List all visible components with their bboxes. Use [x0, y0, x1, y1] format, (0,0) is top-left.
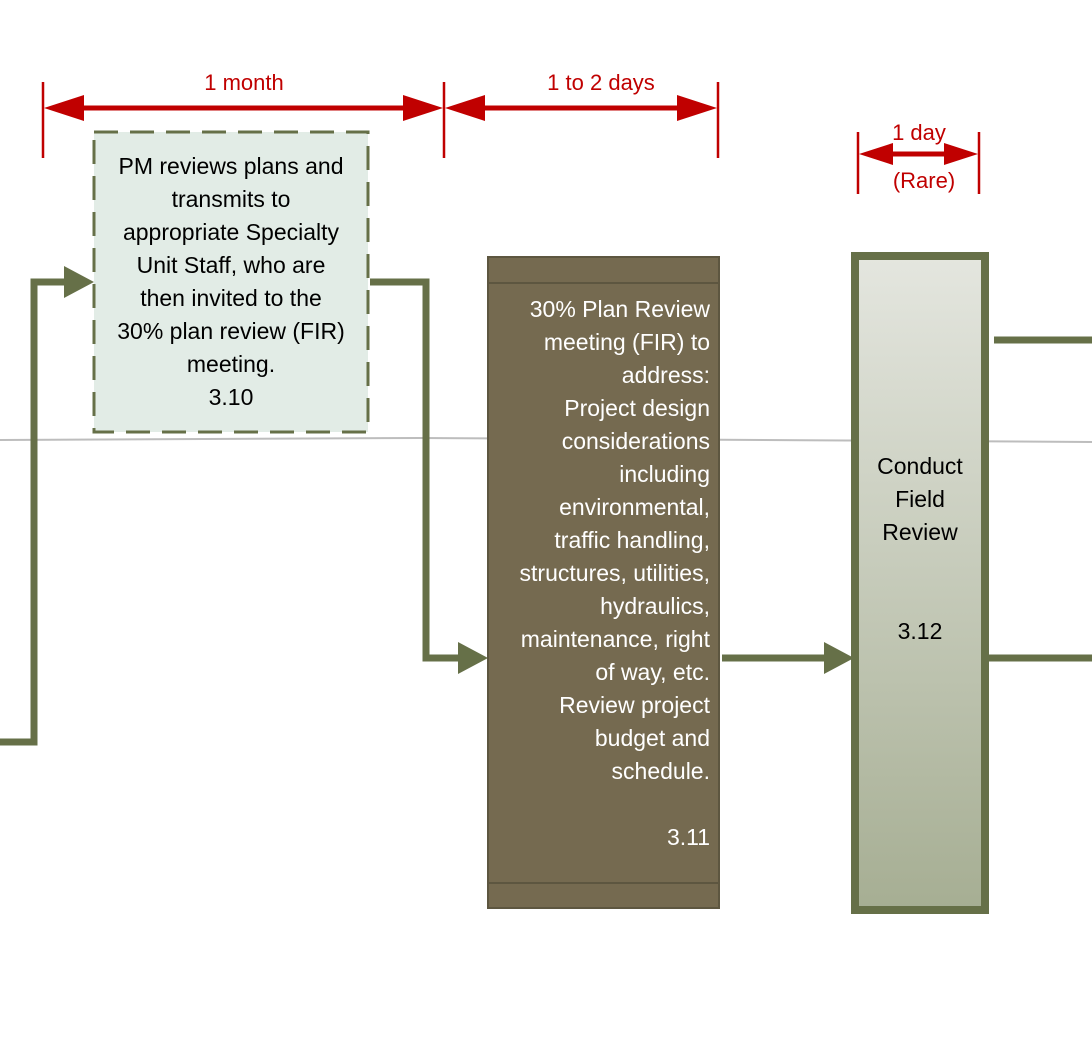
step-310-line: meeting.	[186, 351, 276, 377]
duration-label-one-to-two-days: 1 to 2 days	[547, 70, 655, 95]
step-311-line: of way, etc.	[595, 659, 710, 685]
step-312-spacer	[862, 549, 978, 582]
duration-arrowhead	[677, 95, 717, 121]
step-311-line: Project design	[564, 395, 710, 421]
step-311-text: 30% Plan Review meeting (FIR) to address…	[482, 293, 710, 854]
step-310-text: PM reviews plans and transmits to approp…	[96, 150, 366, 414]
step-310-line: 30% plan review (FIR)	[117, 318, 345, 344]
step-311-line: hydraulics,	[600, 593, 710, 619]
step-311-line: address:	[621, 362, 710, 388]
step-311-line: 30% Plan Review	[529, 296, 710, 322]
step-310-box	[92, 130, 370, 434]
connector-310-to-311	[370, 278, 462, 662]
step-311-line: structures, utilities,	[519, 560, 710, 586]
duration-arrowhead	[403, 95, 443, 121]
step-311-line: schedule.	[611, 758, 710, 784]
step-310-line: appropriate Specialty	[122, 219, 340, 245]
step-312-text: Conduct Field Review 3.12	[862, 450, 978, 648]
step-312-line: Field	[895, 486, 945, 512]
step-311-line: environmental,	[559, 494, 710, 520]
step-311-box	[487, 256, 720, 909]
connector-incoming	[0, 278, 68, 746]
duration-label-one-month: 1 month	[204, 70, 284, 95]
step-310-line: transmits to	[171, 186, 291, 212]
arrowhead-into-step-312	[824, 642, 854, 674]
step-311-line: meeting (FIR) to	[543, 329, 710, 355]
step-310-number: 3.10	[208, 384, 254, 410]
step-311-line: Review project	[559, 692, 710, 718]
arrowhead-into-step-310	[64, 266, 94, 298]
step-310-line: then invited to the	[140, 285, 322, 311]
duration-label-rare: (Rare)	[893, 168, 955, 193]
step-311-number: 3.11	[666, 824, 710, 850]
step-311-line: budget and	[594, 725, 710, 751]
duration-arrowhead	[859, 143, 893, 165]
arrowhead-into-step-311	[458, 642, 488, 674]
step-311-line: maintenance, right	[520, 626, 710, 652]
duration-label-one-day: 1 day	[892, 120, 946, 145]
step-312-spacer	[862, 582, 978, 615]
step-310-line: PM reviews plans and	[118, 153, 344, 179]
step-311-line: including	[619, 461, 710, 487]
step-312-line: Conduct	[877, 453, 963, 479]
step-311-line: considerations	[561, 428, 710, 454]
step-310-line: Unit Staff, who are	[136, 252, 326, 278]
step-312-number: 3.12	[897, 618, 943, 644]
duration-arrowhead	[944, 143, 978, 165]
step-311-spacer	[482, 788, 710, 821]
duration-arrowhead	[44, 95, 84, 121]
step-312-line: Review	[882, 519, 958, 545]
step-312-box	[851, 252, 989, 914]
duration-arrowhead	[445, 95, 485, 121]
step-311-line: traffic handling,	[554, 527, 710, 553]
